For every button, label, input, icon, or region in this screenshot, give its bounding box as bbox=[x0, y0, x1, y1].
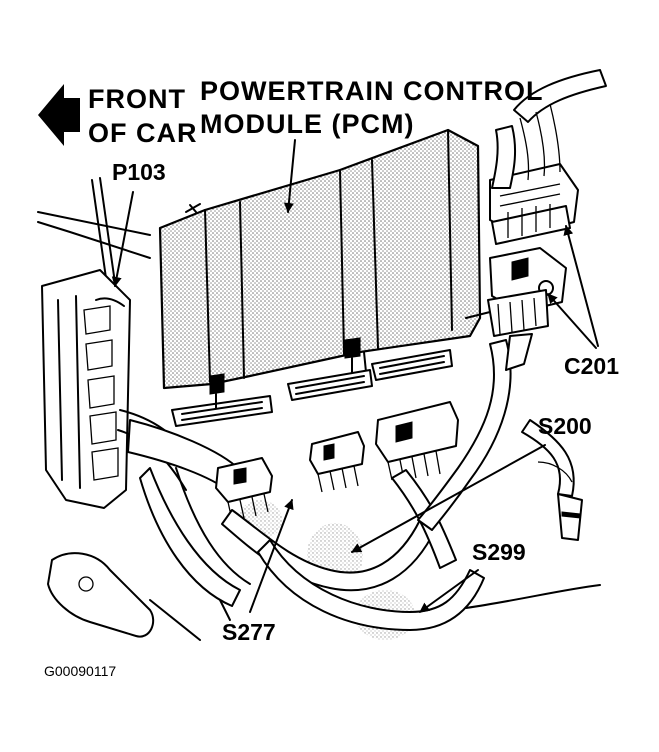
pcm-pointer bbox=[283, 139, 296, 213]
c201-connector bbox=[487, 69, 607, 371]
p103-pointer bbox=[111, 191, 134, 287]
s277-label: S277 bbox=[222, 619, 276, 645]
pcm-module bbox=[158, 128, 491, 427]
front-of-car-label-line2: OF CAR bbox=[88, 118, 198, 148]
center-connectors bbox=[215, 401, 459, 521]
figure-id: G00090117 bbox=[44, 663, 116, 679]
front-of-car-label-line1: FRONT bbox=[88, 84, 186, 114]
pcm-label-line2: MODULE (PCM) bbox=[200, 109, 414, 139]
s277-pointer bbox=[249, 499, 294, 613]
s299-pointer bbox=[419, 569, 479, 613]
main-harness bbox=[221, 339, 583, 631]
s200-pointer bbox=[351, 444, 546, 553]
c201-lower-pointer bbox=[547, 293, 597, 349]
p103-connector bbox=[41, 269, 131, 509]
c201-upper-pointer bbox=[563, 225, 599, 347]
front-arrow-icon bbox=[38, 84, 80, 146]
s299-label: S299 bbox=[472, 539, 526, 565]
pcm-label-line1: POWERTRAIN CONTROL bbox=[200, 76, 543, 106]
p103-label: P103 bbox=[112, 159, 166, 185]
pointer-arrows bbox=[111, 139, 599, 613]
c201-label: C201 bbox=[564, 353, 619, 379]
left-wire-bundle bbox=[117, 409, 251, 607]
s200-label: S200 bbox=[538, 413, 592, 439]
